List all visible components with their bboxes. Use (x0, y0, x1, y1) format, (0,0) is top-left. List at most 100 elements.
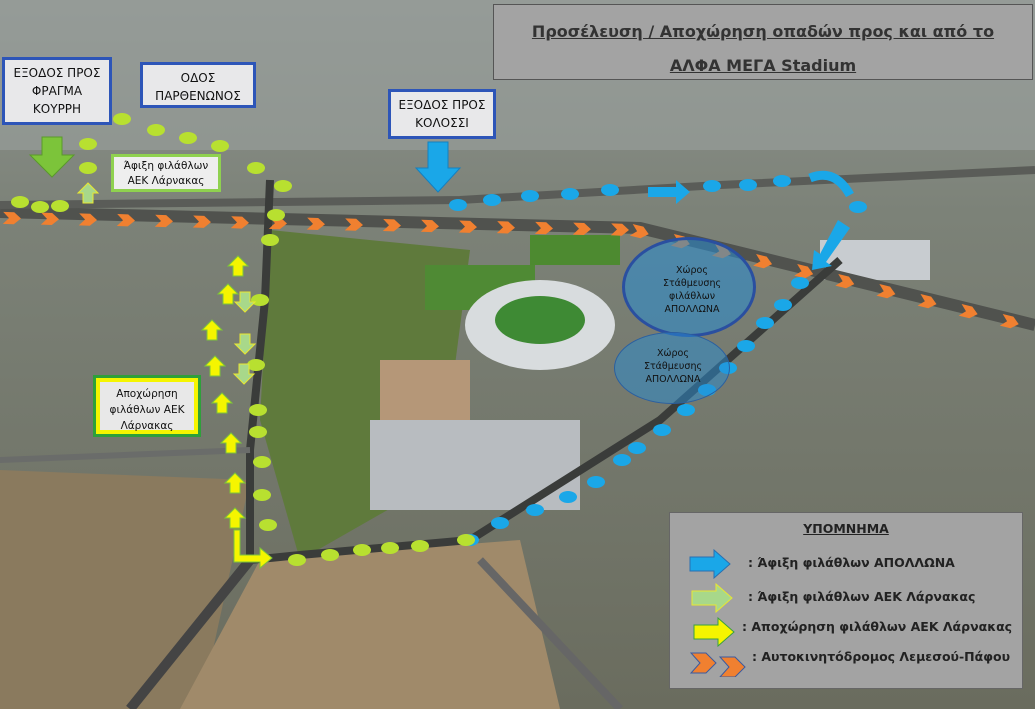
road (0, 166, 1035, 209)
legend-item-aek-departure: : Αποχώρηση φιλάθλων ΑΕΚ Λάρνακας (742, 619, 1013, 634)
blue-dot-marker (449, 199, 467, 211)
blue-dot-marker (628, 442, 646, 454)
yellow-turn-arrow-icon (233, 529, 273, 570)
road (477, 557, 623, 709)
orange-chevron-icon (382, 219, 401, 232)
orange-chevrons-icon (690, 652, 746, 677)
green-dot-marker (259, 519, 277, 531)
yellow-up-arrow-icon (203, 355, 227, 377)
orange-chevron-icon (458, 220, 477, 233)
green-dot-marker (31, 201, 49, 213)
green-dot-marker (249, 426, 267, 438)
yellow-up-arrow-icon (210, 392, 234, 414)
title-line-1: Προσέλευση / Αποχώρηση οπαδών προς και α… (531, 22, 995, 41)
blue-dot-marker (483, 194, 501, 206)
blue-dot-marker (559, 491, 577, 503)
orange-chevron-icon (917, 294, 937, 309)
green-dot-marker (147, 124, 165, 136)
buildings (370, 420, 580, 510)
legend-item-apollon-arrival: : Άφιξη φιλάθλων ΑΠΟΛΛΩΝΑ (748, 555, 955, 570)
green-dot-marker (79, 162, 97, 174)
orange-chevron-icon (116, 214, 135, 227)
orange-chevron-icon (610, 223, 629, 236)
yellow-arrow-icon (693, 617, 735, 647)
blue-arrow-icon (648, 180, 690, 204)
blue-dot-marker (703, 180, 721, 192)
orange-chevron-icon (2, 211, 21, 225)
orange-chevron-icon (958, 304, 978, 319)
blue-dot-marker (677, 404, 695, 416)
blue-arrow-icon (812, 220, 850, 270)
hillside (0, 470, 250, 709)
green-dot-marker (249, 404, 267, 416)
blue-dot-marker (561, 188, 579, 200)
map-title: Προσέλευση / Αποχώρηση οπαδών προς και α… (493, 4, 1033, 80)
legend-title: ΥΠΟΜΝΗΜΑ (803, 521, 889, 536)
yellow-up-arrow-icon (223, 507, 247, 529)
road (0, 447, 251, 463)
blue-dot-marker (601, 184, 619, 196)
blue-arrow-icon (689, 549, 731, 579)
label-odos-parthenonos: ΟΔΟΣ ΠΑΡΘΕΝΩΝΟΣ (140, 62, 256, 108)
orange-chevron-icon (572, 222, 591, 235)
orange-chevron-icon (999, 314, 1019, 329)
green-dot-marker (11, 196, 29, 208)
orange-chevron-icon (306, 217, 325, 230)
green-dot-marker (274, 180, 292, 192)
orange-chevron-icon (344, 218, 363, 231)
blue-dot-marker (737, 340, 755, 352)
down-arrow-icon (414, 141, 462, 193)
light-green-arrow-icon (691, 583, 733, 613)
green-dot-marker (247, 162, 265, 174)
orange-chevron-icon (420, 219, 439, 233)
green-dot-marker (253, 456, 271, 468)
yellow-up-arrow-icon (200, 319, 224, 341)
green-dot-marker (247, 359, 265, 371)
orange-chevron-icon (230, 216, 249, 229)
label-departure-aek: Αποχώρηση φιλάθλων ΑΕΚ Λάρνακας (93, 375, 201, 437)
orange-chevron-icon (496, 221, 515, 234)
blue-dot-marker (613, 454, 631, 466)
green-dot-marker (321, 549, 339, 561)
green-dot-marker (411, 540, 429, 552)
title-line-2: ΑΛΦΑ ΜΕΓΑ Stadium (669, 56, 857, 75)
stadium-pitch (495, 296, 585, 344)
green-dot-marker (267, 209, 285, 221)
orange-chevron-icon (876, 284, 896, 299)
green-dot-marker (113, 113, 131, 125)
orange-chevron-icon (753, 254, 773, 269)
parking-area-1: Χώρος Στάθμευσης φιλάθλων ΑΠΟΛΛΩΝΑ (622, 237, 756, 337)
orange-chevron-icon (835, 274, 855, 289)
green-dot-marker (457, 534, 475, 546)
green-dot-marker (79, 138, 97, 150)
blue-dot-marker (521, 190, 539, 202)
yellow-up-arrow-icon (226, 255, 250, 277)
training-pitch (530, 235, 620, 265)
blue-dot-marker (849, 201, 867, 213)
barren-land (180, 540, 560, 709)
green-dot-marker (353, 544, 371, 556)
blue-dot-marker (756, 317, 774, 329)
blue-dot-marker (587, 476, 605, 488)
green-dot-marker (211, 140, 229, 152)
parking-area-2-label: Χώρος Στάθμευσης ΑΠΟΛΛΩΝΑ (643, 348, 703, 385)
blue-dot-marker (491, 517, 509, 529)
green-arrow-icon (233, 291, 257, 313)
legend-item-aek-arrival: : Άφιξη φιλάθλων ΑΕΚ Λάρνακας (748, 589, 976, 604)
down-arrow-icon (28, 136, 76, 178)
green-arrow-icon (233, 333, 257, 355)
orange-chevron-icon (192, 215, 211, 228)
blue-dot-marker (791, 277, 809, 289)
label-exit-kolossi: ΕΞΟΔΟΣ ΠΡΟΣ ΚΟΛΟΣΣΙ (388, 89, 496, 139)
yellow-up-arrow-icon (216, 283, 240, 305)
green-arrow-icon (76, 182, 100, 204)
green-dot-marker (251, 294, 269, 306)
parking-area-2: Χώρος Στάθμευσης ΑΠΟΛΛΩΝΑ (614, 332, 730, 404)
green-dot-marker (51, 200, 69, 212)
orange-chevron-icon (629, 224, 649, 239)
blue-dot-marker (773, 175, 791, 187)
yellow-up-arrow-icon (219, 432, 243, 454)
green-dot-marker (253, 489, 271, 501)
orange-chevron-icon (154, 214, 173, 228)
blue-dot-marker (526, 504, 544, 516)
